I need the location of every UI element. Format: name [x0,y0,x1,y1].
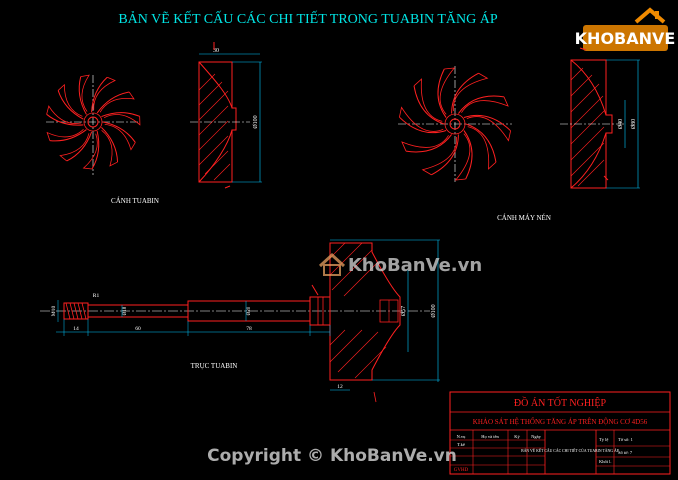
compressor-blade-edge [413,78,443,122]
title-block-khoi: Khối l. [599,459,612,464]
turbine-blade-edge [99,91,135,113]
compressor-wheel-side-view: Ø40 Ø80 [560,47,640,189]
turbine-blade-edge [80,74,90,112]
compressor-blade-edge [454,133,471,181]
title-block-col-hoten: Họ và tên [481,434,499,439]
title-block-sheet: Tờ số: 1 [618,437,633,442]
compressor-blade-edge [421,136,457,176]
compressor-label: CÁNH MÁY NÉN [497,214,551,222]
turbine-blade [57,90,84,120]
title-block-col-ngay: Ngày [531,434,541,439]
dim-shaft-len-d: 12 [337,384,343,390]
turbine-blade [49,129,87,142]
dim-shaft-thread: M10 [51,306,57,317]
title-block-org: GVHD [454,468,469,473]
title-block-drawing-name: BẢN VẼ KẾT CẤU CÁC CHI TIẾT CỦA TUABIN T… [521,448,619,453]
compressor-blade-edge [401,135,449,152]
turbine-blade-edge [46,105,82,124]
title-block-col-nhiemvu: N.vụ [457,434,467,439]
logo-text: KHOBANVE [575,29,676,48]
dim-shaft-len-a: 14 [73,326,79,332]
turbine-blade-edge [57,83,83,117]
compressor-blade-edge [453,72,489,112]
title-block-scale: Số tờ: 7 [618,450,633,455]
turbine-blade [46,113,84,126]
drawing-title: BẢN VẼ KẾT CẤU CÁC CHI TIẾT TRONG TUABIN… [118,10,498,27]
turbine-blade-edge [103,114,141,126]
compressor-blade [405,134,453,153]
turbine-blade [91,76,108,113]
compressor-blade [431,134,459,176]
center-watermark: KhoBanVe.vn [318,252,482,276]
title-block-row1: T.kế [457,442,466,447]
compressor-blade-edge [439,67,456,115]
compressor-blade-edge [399,106,444,132]
copyright-watermark: Copyright © KhoBanVe.vn [207,446,457,466]
dim-shaft-chamfer: R1 [93,293,100,299]
shaft-label: TRỤC TUABIN [191,362,238,370]
turbine-blade-edge [82,133,98,170]
turbine-shaft: M10 R1 Ø18 Ø20 Ø100 Ø57 14 60 78 12 [40,239,440,403]
dim-shaft-big: Ø100 [431,304,437,317]
turbine-blade [101,127,119,163]
compressor-blade [463,130,473,180]
turbine-blade-edge [46,129,84,141]
compressor-blade [413,85,445,125]
khobanve-logo: KHOBANVE [575,7,676,51]
turbine-blade [101,112,140,118]
dim-compressor-b: Ø80 [631,119,637,129]
compressor-blade-edge [466,116,511,142]
dim-shaft-d1: Ø18 [123,306,128,315]
turbine-blade [96,91,130,114]
compressor-blade-edge [461,96,509,113]
dim-compressor-a: Ø40 [618,119,624,129]
turbine-wheel-front-view [46,74,141,175]
title-block-subject: KHẢO SÁT HỆ THỐNG TĂNG ÁP TRÊN ĐỘNG CƠ 4… [473,418,648,426]
turbine-blade-edge [59,133,90,162]
turbine-blade [102,121,136,143]
center-watermark-text: KhoBanVe.vn [348,255,482,276]
title-block-project: ĐỒ ÁN TỐT NGHIỆP [514,396,607,409]
compressor-wheel-front-view [398,66,512,182]
compressor-blade-edge [467,126,497,170]
title-block-ratio: Tỷ lệ [599,437,608,442]
compressor-blade [437,68,447,118]
dim-shaft-mid: Ø57 [401,306,407,316]
compressor-blade [451,72,479,114]
turbine-blade-edge [104,123,136,151]
title-block-col-ky: Ký [514,434,520,439]
dim-shaft-len-b: 60 [135,326,141,332]
turbine-blade-label: CÁNH TUABIN [111,197,159,205]
turbine-blade [66,131,93,162]
compressor-blade [399,116,447,134]
turbine-blade [78,76,87,115]
dim-shaft-d2: Ø20 [247,306,252,315]
turbine-blade [91,130,100,170]
dim-shaft-len-c: 78 [246,326,252,332]
compressor-blade [457,95,505,114]
turbine-blade-edge [101,130,118,167]
turbine-wheel-side-view: 30 Ø100 [190,42,262,189]
compressor-blade [465,123,497,163]
compressor-blade [463,114,511,132]
title-block: ĐỒ ÁN TỐT NGHIỆP KHẢO SÁT HỆ THỐNG TĂNG … [449,391,671,475]
turbine-blade-edge [93,76,116,111]
dim-turbine-top: 30 [213,48,219,54]
dim-turbine-dia: Ø100 [253,115,259,128]
